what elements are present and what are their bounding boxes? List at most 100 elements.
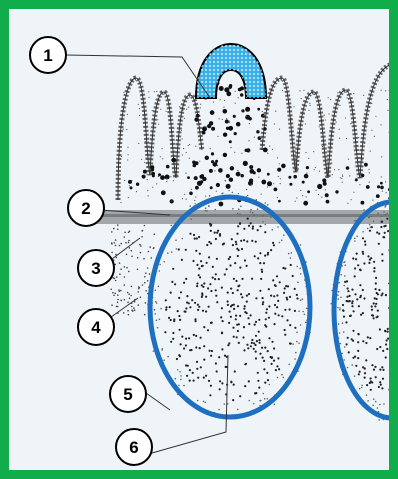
follicle-dot xyxy=(369,337,371,339)
follicle-dot xyxy=(356,298,358,300)
follicle-dot xyxy=(230,381,232,383)
follicle-dot xyxy=(238,208,240,210)
cell-dot xyxy=(192,161,196,165)
follicle-dot xyxy=(381,216,383,218)
follicle-dot xyxy=(354,267,356,269)
follicle-dot xyxy=(250,345,252,347)
follicle-dot xyxy=(375,376,377,378)
stipple-dot xyxy=(290,106,291,107)
follicle-dot xyxy=(352,300,354,302)
follicle-dot xyxy=(277,300,279,302)
follicle-dot xyxy=(352,357,354,359)
follicle-dot xyxy=(283,234,285,236)
follicle-dot xyxy=(218,409,220,411)
follicle-dot xyxy=(389,370,391,372)
stipple-dot xyxy=(254,137,255,138)
stipple-dot xyxy=(303,113,304,114)
follicle-dot xyxy=(268,337,270,339)
stipple-dot xyxy=(160,156,161,157)
follicle-dot xyxy=(164,331,166,333)
cell-dot xyxy=(211,127,215,131)
follicle-dot xyxy=(360,314,362,316)
follicle-dot xyxy=(358,305,360,307)
follicle-dot xyxy=(185,338,187,340)
follicle-dot xyxy=(210,290,212,292)
stipple-dot xyxy=(348,159,349,160)
follicle-dot xyxy=(206,210,208,212)
follicle-dot xyxy=(221,332,223,334)
follicle-dot xyxy=(354,238,356,240)
follicle-dot xyxy=(241,248,243,250)
follicle-dot xyxy=(277,226,279,228)
callout-1-label: 1 xyxy=(43,46,52,65)
follicle-dot xyxy=(282,267,284,269)
stipple-dot xyxy=(179,106,180,107)
follicle-dot xyxy=(247,218,249,220)
follicle-dot xyxy=(206,244,208,246)
follicle-dot xyxy=(192,260,194,262)
follicle-dot xyxy=(370,389,372,391)
follicle-dot xyxy=(221,287,223,289)
follicle-dot xyxy=(255,297,257,299)
follicle-dot xyxy=(250,222,252,224)
cell-dot xyxy=(215,160,218,163)
follicle-dot xyxy=(199,347,201,349)
follicle-dot xyxy=(262,221,264,223)
lamina-dot xyxy=(128,232,130,234)
lamina-dot xyxy=(116,257,118,259)
lamina-dot xyxy=(124,284,126,286)
follicle-dot xyxy=(162,348,164,350)
follicle-dot xyxy=(289,296,291,298)
stipple-dot xyxy=(353,192,354,193)
follicle-dot xyxy=(372,405,374,407)
lamina-dot xyxy=(119,245,121,247)
stipple-dot xyxy=(139,115,140,116)
follicle-dot xyxy=(215,273,217,275)
lymphoid-follicle-left xyxy=(150,197,310,417)
follicle-dot xyxy=(274,284,276,286)
follicle-dot xyxy=(243,326,245,328)
cell-dot xyxy=(277,168,281,172)
follicle-dot xyxy=(201,294,203,296)
stipple-dot xyxy=(336,122,337,123)
lamina-dot xyxy=(154,309,156,311)
follicle-dot xyxy=(377,212,379,214)
lamina-dot xyxy=(128,271,130,273)
follicle-dot xyxy=(339,307,341,309)
follicle-dot xyxy=(343,316,345,318)
stipple-dot xyxy=(149,147,150,148)
cell-dot xyxy=(195,186,199,190)
follicle-dot xyxy=(377,310,379,312)
follicle-dot xyxy=(363,262,365,264)
stipple-dot xyxy=(141,159,142,160)
follicle-dot xyxy=(386,348,388,350)
follicle-dot xyxy=(392,362,394,364)
follicle-dot xyxy=(212,277,214,279)
stipple-dot xyxy=(229,122,230,123)
callout-6: 6 xyxy=(116,429,152,465)
follicle-dot xyxy=(261,269,263,271)
follicle-dot xyxy=(248,323,250,325)
stipple-dot xyxy=(381,156,382,157)
stipple-dot xyxy=(147,190,148,191)
follicle-dot xyxy=(363,209,365,211)
cell-dot xyxy=(202,126,207,131)
follicle-dot xyxy=(383,225,385,227)
lamina-dot xyxy=(131,250,133,252)
stipple-dot xyxy=(123,129,124,130)
follicle-dot xyxy=(273,360,275,362)
stipple-dot xyxy=(181,130,182,131)
follicle-dot xyxy=(202,310,204,312)
follicle-dot xyxy=(354,293,356,295)
stipple-dot xyxy=(277,197,278,198)
lamina-dot xyxy=(127,292,129,294)
follicle-dot xyxy=(189,349,191,351)
follicle-dot xyxy=(203,377,205,379)
stipple-dot xyxy=(241,153,242,154)
follicle-dot xyxy=(358,333,360,335)
stipple-dot xyxy=(347,203,348,204)
cell-dot xyxy=(278,200,281,203)
follicle-dot xyxy=(182,238,184,240)
follicle-dot xyxy=(159,264,161,266)
follicle-dot xyxy=(366,384,368,386)
